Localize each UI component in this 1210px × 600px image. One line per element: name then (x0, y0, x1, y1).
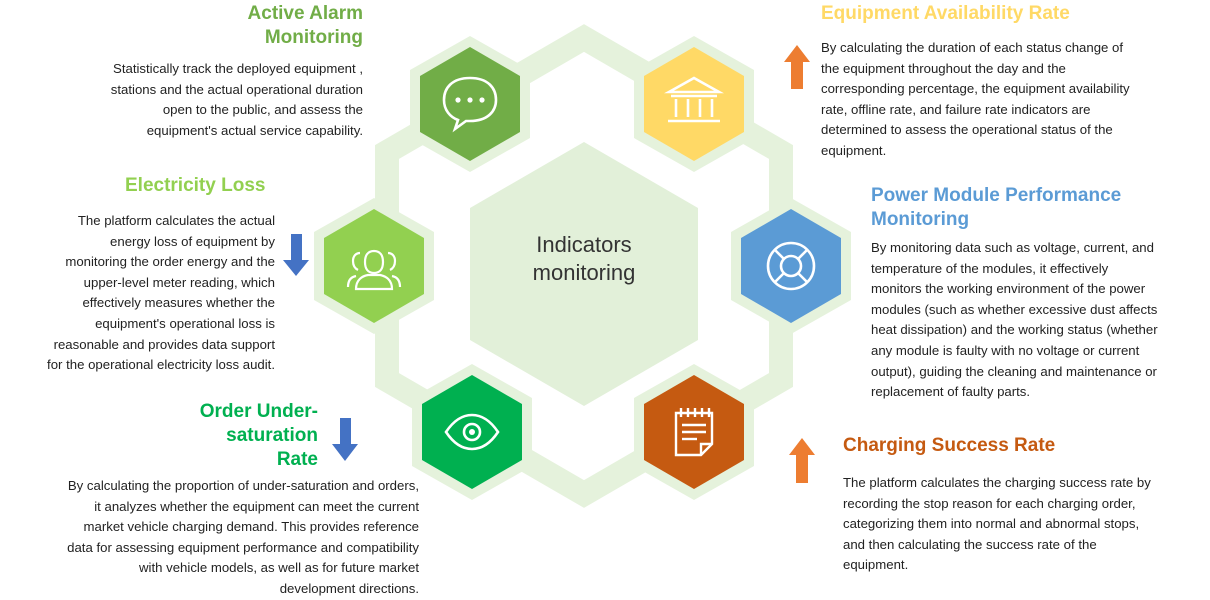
power-desc-line: monitors the working environment of the … (871, 281, 1146, 297)
bank-icon (664, 76, 724, 123)
electricity-title: Electricity Loss (125, 175, 266, 196)
chat-bubble-icon (442, 76, 498, 133)
order-title-line1: Order Under- (199, 401, 318, 422)
alarm-desc-line: Statistically track the deployed equipme… (113, 61, 363, 76)
order-desc-line: development directions. (279, 580, 419, 596)
order-hexagon (412, 364, 532, 500)
power-title-line1: Power Module Performance (871, 185, 1122, 206)
order-title-block: Order Under- saturation Rate (160, 400, 318, 472)
alarm-description: Statistically track the deployed equipme… (60, 59, 363, 141)
electricity-desc-line: for the operational electricity loss aud… (47, 357, 275, 373)
hexagon-ring (375, 24, 793, 508)
power-title-line2: Monitoring (871, 209, 970, 230)
order-desc-line: it analyzes whether the equipment can me… (94, 498, 419, 514)
alarm-desc-line: equipment's actual service capability. (146, 122, 363, 138)
power-block: Power Module Performance Monitoring By m… (871, 184, 1206, 403)
availability-desc-line: equipment. (821, 142, 887, 158)
document-icon (674, 408, 714, 457)
order-desc-line: market vehicle charging demand. This pro… (83, 519, 419, 535)
electricity-desc-line: reasonable and provides data support (53, 336, 275, 352)
electricity-desc-line: energy loss of equipment by (110, 233, 275, 249)
charging-desc-line: recording the stop reason for each charg… (843, 495, 1136, 511)
power-desc-line: replacement of faulty parts. (871, 384, 1031, 400)
users-icon (346, 249, 402, 291)
availability-title: Equipment Availability Rate (821, 3, 1070, 24)
order-title-line3: Rate (276, 449, 318, 470)
charging-desc-line: The platform calculates the charging suc… (843, 475, 1151, 490)
order-desc-line: By calculating the proportion of under-s… (67, 478, 419, 493)
charging-desc-line: and then calculating the success rate of… (843, 536, 1097, 552)
availability-block: Equipment Availability Rate By calculati… (821, 2, 1201, 162)
availability-desc-line: By calculating the duration of each stat… (821, 40, 1124, 55)
charging-desc-line: equipment. (843, 557, 909, 573)
charging-hexagon (634, 364, 754, 500)
charging-arrow-up-icon (789, 438, 815, 483)
power-desc-line: By monitoring data such as voltage, curr… (871, 240, 1154, 255)
alarm-hexagon (410, 36, 530, 172)
availability-desc-line: rate, offline rate, and failure rate ind… (821, 101, 1091, 117)
power-hexagon (731, 198, 851, 334)
order-title: Order Under- saturation Rate (160, 400, 318, 472)
alarm-desc-line: stations and the actual operational dura… (110, 81, 363, 97)
power-desc-line: output), guiding the cleaning and mainte… (871, 363, 1157, 379)
order-description: By calculating the proportion of under-s… (20, 476, 419, 600)
alarm-desc-line: open to the public, and assess the (162, 102, 363, 118)
electricity-hexagon (314, 198, 434, 334)
electricity-desc-line: The platform calculates the actual (77, 213, 275, 228)
availability-description: By calculating the duration of each stat… (821, 38, 1201, 162)
charging-block: Charging Success Rate The platform calcu… (843, 434, 1203, 576)
power-desc-line: modules (such as whether excessive dust … (871, 301, 1158, 317)
availability-desc-line: corresponding percentage, the equipment … (821, 81, 1130, 97)
availability-desc-line: determined to assess the operational sta… (821, 122, 1113, 138)
availability-arrow-up-icon (784, 45, 810, 89)
eye-icon (444, 413, 500, 451)
charging-desc-line: categorizing them into normal and abnorm… (843, 516, 1140, 532)
center-hexagon (470, 142, 698, 406)
charging-description: The platform calculates the charging suc… (843, 473, 1203, 576)
electricity-description: The platform calculates the actual energ… (20, 211, 275, 376)
electricity-desc-line: equipment's operational loss is (95, 315, 275, 331)
center-label-line2: monitoring (533, 260, 636, 285)
electricity-title-block: Electricity Loss (125, 174, 265, 198)
availability-desc-line: the equipment throughout the day and the (821, 60, 1066, 76)
electricity-desc-line: monitoring the order energy and the (65, 254, 275, 270)
power-desc-line: temperature of the modules, it effective… (871, 260, 1109, 276)
order-title-line2: saturation (226, 425, 318, 446)
power-desc-line: any module is faulty with no voltage or … (871, 342, 1140, 358)
power-title: Power Module Performance Monitoring (871, 184, 1206, 232)
center-label-line1: Indicators (536, 232, 631, 257)
electricity-arrow-down-icon (283, 234, 309, 276)
alarm-title-line1: Active Alarm (247, 3, 363, 24)
order-arrow-down-icon (332, 418, 358, 461)
availability-hexagon (634, 36, 754, 172)
power-desc-line: heat dissipation) and the working status… (871, 322, 1158, 338)
electricity-desc-line: effectively measures whether the (82, 295, 275, 311)
alarm-block: Active Alarm Monitoring Statistically tr… (60, 2, 363, 141)
order-desc-line: with vehicle models, as well as for futu… (139, 560, 419, 576)
power-description: By monitoring data such as voltage, curr… (871, 238, 1206, 403)
alarm-title-line2: Monitoring (264, 27, 363, 48)
order-desc-line: data for assessing equipment performance… (67, 539, 419, 555)
lifebuoy-icon (766, 241, 816, 291)
alarm-title: Active Alarm Monitoring (60, 2, 363, 50)
electricity-desc-line: upper-level meter reading, which (83, 274, 275, 290)
charging-title: Charging Success Rate (843, 435, 1056, 456)
